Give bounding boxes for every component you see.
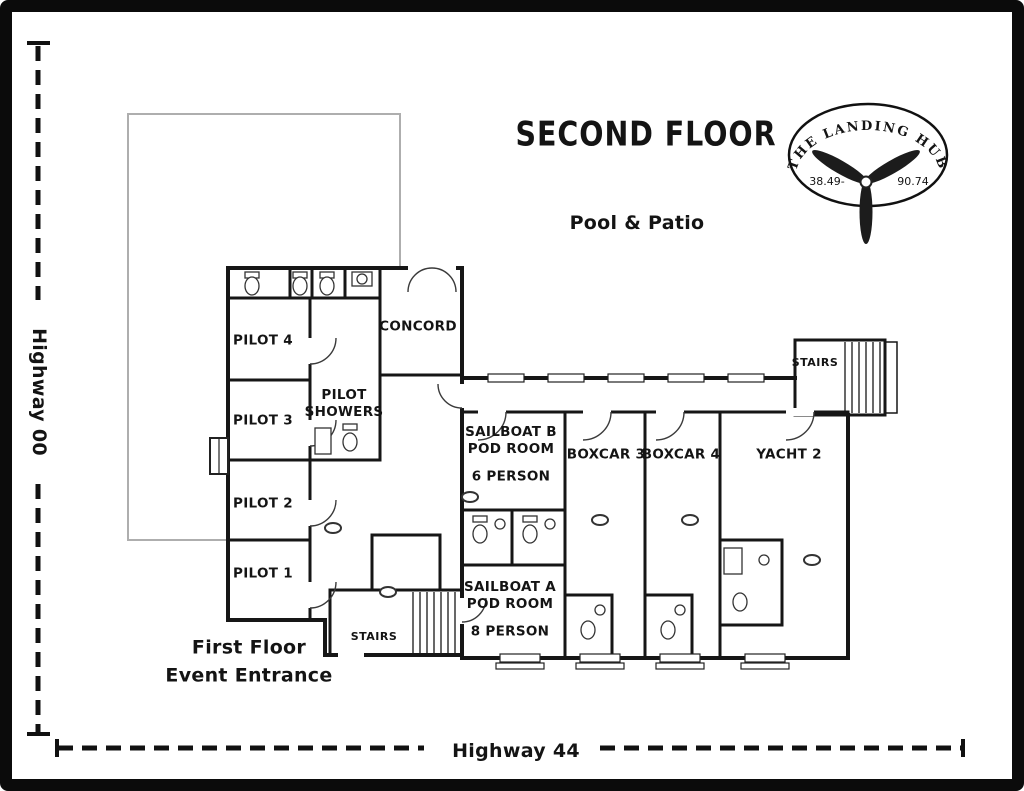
room-label-pilot-2: PILOT 2 [233, 495, 293, 512]
stairs-upper-steps [844, 342, 881, 413]
road-bottom-dashed [55, 739, 965, 757]
room-capacity-sailboat-a: 8 PERSON [470, 623, 550, 640]
room-label-pilot-showers: PILOT SHOWERS [304, 387, 384, 420]
highway-00-label: Highway 00 [27, 328, 50, 456]
bathroom-fixtures [244, 271, 821, 640]
room-label-sailboat-b: SAILBOAT B POD ROOM [465, 424, 557, 457]
fixture-oval [591, 514, 609, 526]
fixture-oval [379, 586, 397, 598]
logo-latitude: 38.49- [809, 175, 844, 188]
fixture-oval [681, 514, 699, 526]
pool-patio-outline [127, 113, 401, 541]
room-label-pilot-4: PILOT 4 [233, 332, 293, 349]
stairs-lower-steps [412, 592, 456, 653]
fixture-oval [461, 491, 479, 503]
room-label-pilot-3: PILOT 3 [233, 412, 293, 429]
room-capacity-sailboat-b: 6 PERSON [471, 468, 551, 485]
landing-hub-logo: THE LANDING HUB 38.49- 90.74 [786, 102, 948, 244]
propeller-icon [812, 150, 920, 244]
room-label-concord: CONCORD [379, 318, 457, 335]
room-label-boxcar-3: BOXCAR 3 [566, 446, 646, 463]
fixture-oval [324, 522, 342, 534]
stairs-upper [793, 338, 898, 417]
room-label-pilot-1: PILOT 1 [233, 565, 293, 582]
room-label-yacht-2: YACHT 2 [756, 446, 822, 463]
room-label-boxcar-4: BOXCAR 4 [641, 446, 721, 463]
road-left-dashed [27, 41, 50, 736]
door-arcs [309, 267, 815, 623]
stairs-upper-label: STAIRS [791, 356, 839, 370]
fixture-oval [803, 554, 821, 566]
highway-44-label: Highway 44 [452, 740, 580, 763]
event-entrance-note: First Floor Event Entrance [165, 636, 333, 686]
stairs-lower-label: STAIRS [350, 630, 398, 644]
windows [209, 373, 790, 670]
page-title: SECOND FLOOR [515, 115, 777, 155]
pool-patio-label: Pool & Patio [569, 212, 705, 235]
logo-longitude: 90.74 [897, 175, 929, 188]
room-label-sailboat-a: SAILBOAT A POD ROOM [464, 579, 556, 612]
